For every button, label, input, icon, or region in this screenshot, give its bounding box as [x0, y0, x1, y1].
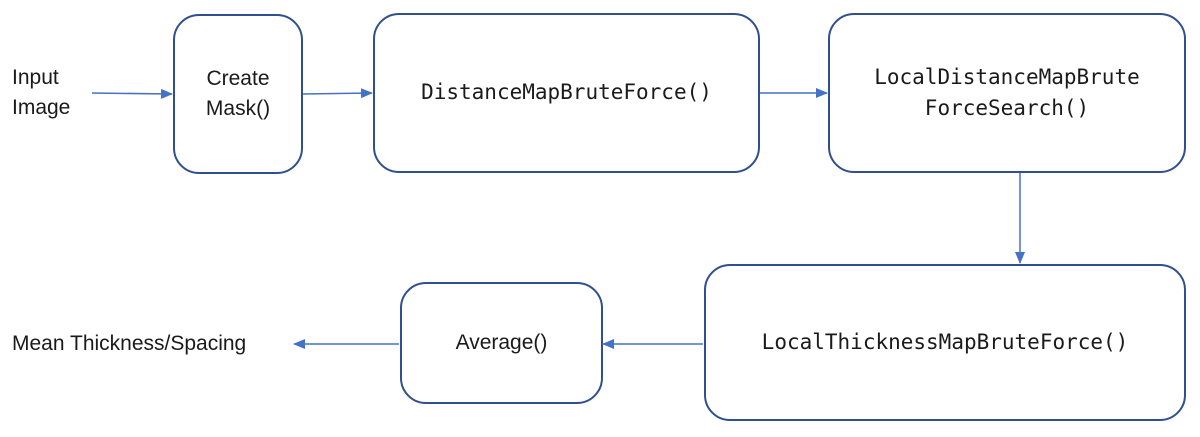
create-mask-node: Create Mask() [173, 14, 303, 174]
local-distance-map-node: LocalDistanceMapBrute ForceSearch() [828, 13, 1186, 173]
create-mask-node-label: Create Mask() [205, 66, 271, 120]
arrow-input-to-create-mask [91, 88, 173, 99]
distance-map-node: DistanceMapBruteForce() [373, 13, 760, 173]
average-node: Average() [400, 282, 603, 404]
local-thickness-map-node-label: LocalThicknessMapBruteForce() [761, 329, 1129, 354]
arrow-create-mask-to-distance-map [302, 88, 373, 99]
input-image-label: Input Image [12, 66, 71, 120]
mean-thickness-output-label: Mean Thickness/Spacing [12, 332, 247, 355]
distance-map-node-label: DistanceMapBruteForce() [421, 80, 712, 105]
local-distance-map-node-label: LocalDistanceMapBrute ForceSearch() [874, 64, 1140, 121]
local-thickness-map-node: LocalThicknessMapBruteForce() [704, 264, 1186, 421]
average-node-label: Average() [455, 330, 548, 354]
